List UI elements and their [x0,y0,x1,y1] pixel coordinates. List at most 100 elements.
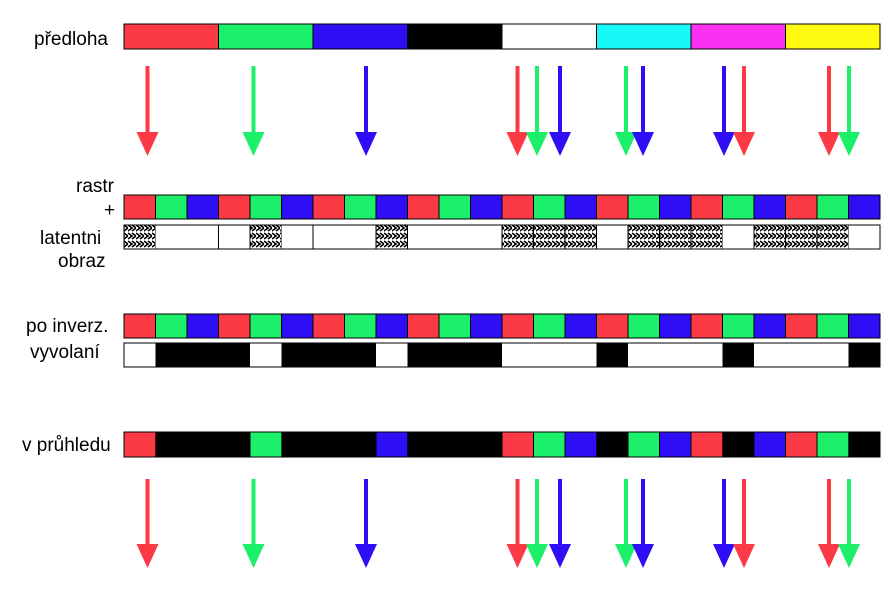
developed-opaque-cell [596,343,629,367]
developed-clear-cell [502,343,534,367]
transmission-cell-green [533,431,566,458]
latent-clear-cell [155,225,187,249]
original-block-green [218,23,314,50]
raster-cell-red [501,194,534,220]
raster-cell-green [344,313,377,339]
latent-exposed-cell [533,224,566,250]
transmission-cell-black [407,432,440,457]
red-light-arrow-shaft [827,479,831,544]
green-light-arrow-shaft [251,66,256,132]
raster-cell-green [533,313,566,339]
raster-cell-red [218,313,251,339]
transmission-cell-red [785,431,818,458]
transmission-cell-blue [753,431,787,458]
transmission-cell-green [249,431,283,458]
blue-light-arrow-head [549,132,571,156]
label-latent-image: obraz [58,251,106,272]
blue-light-arrow-head [713,544,735,568]
raster-cell-green [438,194,471,220]
transmission-view-strip [123,431,881,458]
transmission-cell-blue [564,431,598,458]
latent-exposed-cell [375,224,408,250]
raster-cell-green [816,313,849,339]
red-light-arrow-shaft [827,66,831,132]
transmission-cell-red [123,431,157,458]
label-developed: vyvolaní [30,342,100,363]
red-light-arrow-head [506,544,529,568]
raster-strip-after-inversion [123,313,881,339]
original-block-yellow [785,23,881,50]
raster-cell-green [155,313,188,339]
raster-cell-green [722,313,755,339]
latent-clear-cell [218,225,250,249]
developed-clear-cell [817,343,849,367]
raster-cell-blue [375,313,408,339]
blue-light-arrow-head [355,544,377,568]
raster-cell-red [501,313,534,339]
green-light-arrow-head [838,132,860,156]
raster-cell-red [123,313,156,339]
red-light-arrow-shaft [515,66,520,132]
transmission-cell-black [187,432,219,457]
blue-light-arrow-shaft [722,479,726,544]
raster-cell-blue [848,313,881,339]
latent-clear-cell [848,225,880,249]
transmission-strip-outline [123,431,881,458]
developed-clear-cell [691,343,723,367]
raster-cell-red [123,194,156,220]
red-light-arrow-head [733,544,755,568]
red-light-arrow-head [818,544,840,568]
latent-exposed-cell [690,224,723,250]
latent-clear-cell [187,225,219,249]
raster-cell-green [627,194,660,220]
label-raster: rastr [76,176,115,197]
raster-cell-red [407,194,440,220]
developed-image-strip [123,342,881,368]
red-light-arrow-head [136,132,159,156]
red-light-arrow-shaft [742,479,746,544]
green-light-arrow-head [526,544,548,568]
transmission-cell-red [501,431,535,458]
transmission-cell-black [313,432,345,457]
transmission-cell-red [690,431,724,458]
raster-strip [123,194,881,220]
green-light-arrow-shaft [847,66,851,132]
developed-clear-cell [659,343,692,367]
raster-cell-green [249,194,282,220]
incoming-light-arrows [136,66,860,156]
developed-opaque-cell [281,343,314,367]
developed-strip-outline [123,342,881,368]
raster-cell-blue [848,194,881,220]
transmission-cell-green [627,431,661,458]
raster-cell-red [407,313,440,339]
latent-exposed-cell [501,224,534,250]
green-light-arrow-head [615,132,637,156]
blue-light-arrow-shaft [641,479,645,544]
latent-clear-cell [596,225,628,249]
developed-opaque-cell [313,343,345,367]
blue-light-arrow-head [713,132,735,156]
red-light-arrow-shaft [742,66,746,132]
developed-clear-cell [785,343,818,367]
red-light-arrow-head [136,544,159,568]
original-block-white [501,23,597,50]
latent-exposed-cell [564,224,597,250]
latent-exposed-cell [753,224,786,250]
green-light-arrow-shaft [251,479,256,544]
latent-clear-cell [407,225,439,249]
transmission-cell-blue [375,431,409,458]
raster-cell-blue [281,194,314,220]
original-block-magenta [690,23,786,50]
transmission-cell-black [722,432,755,457]
raster-cell-blue [659,313,692,339]
blue-light-arrow-shaft [722,66,726,132]
red-light-arrow-shaft [145,66,150,132]
red-light-arrow-shaft [515,479,520,544]
blue-light-arrow-head [632,544,654,568]
developed-clear-cell [754,343,786,367]
raster-cell-blue [470,313,503,339]
raster-cell-blue [659,194,692,220]
latent-clear-cell [722,225,754,249]
transmission-cell-black [344,432,377,457]
latent-exposed-cell [816,224,849,250]
